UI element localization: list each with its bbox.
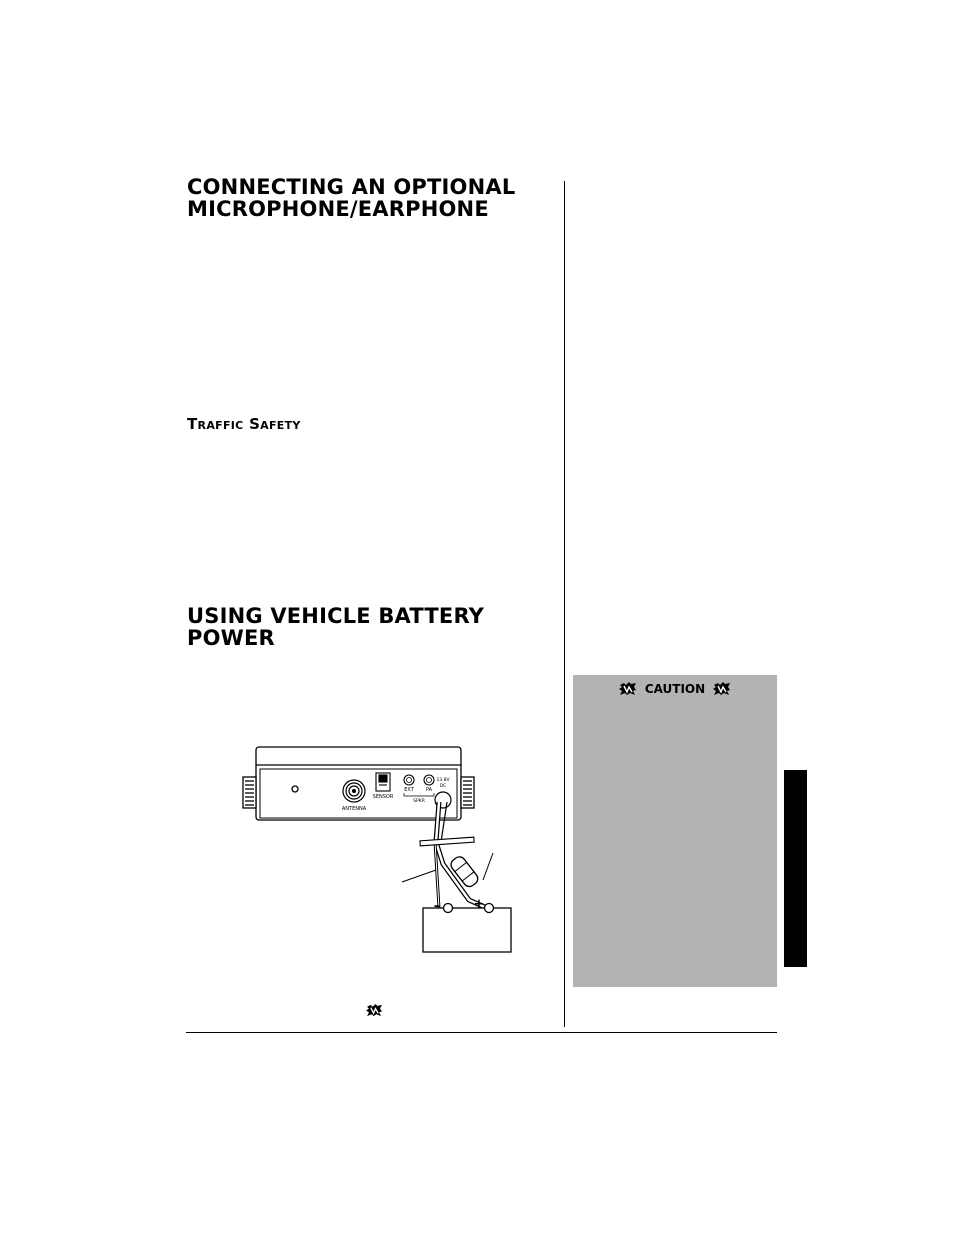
footer-rule	[186, 1032, 777, 1033]
leader-line-negative	[401, 869, 437, 883]
sensor-label: SENSOR	[373, 794, 394, 800]
leader-line-fuse	[482, 852, 494, 881]
ext-jack	[403, 774, 415, 786]
cable-clamp	[419, 836, 475, 847]
section-heading-battery-power: USING VEHICLE BATTERY POWER	[187, 604, 485, 650]
spkr-bracket	[403, 793, 435, 797]
negative-sign: –	[434, 899, 441, 914]
ext-jack-inner	[406, 777, 412, 783]
caution-title: CAUTION	[573, 681, 777, 696]
subheading-word2-initial: S	[249, 415, 261, 433]
dc-label-line2: DC	[440, 783, 447, 789]
sensor-jack	[375, 772, 391, 792]
caution-label: CAUTION	[644, 681, 706, 696]
caution-box: CAUTION	[573, 675, 777, 987]
pa-jack	[423, 774, 435, 786]
car-battery	[422, 907, 512, 953]
warning-burst-icon	[713, 681, 731, 695]
spkr-label: SPKR	[413, 798, 425, 804]
subheading-word1-rest: raffic	[197, 419, 244, 432]
battery-connection-diagram: ANTENNA SENSOR EXT PA SPKR 13.8V DC – +	[242, 746, 512, 953]
fuse-holder	[450, 856, 479, 888]
column-divider	[564, 181, 565, 1027]
pa-jack-inner	[426, 777, 432, 783]
section-heading-microphone: CONNECTING AN OPTIONAL MICROPHONE/EARPHO…	[187, 175, 516, 221]
dc-label-line1: 13.8V	[436, 777, 450, 783]
positive-sign: +	[474, 897, 485, 912]
warning-burst-icon	[618, 681, 636, 695]
ext-label: EXT	[404, 787, 414, 793]
radio-rear-panel	[242, 746, 475, 821]
warning-burst-icon	[366, 1004, 382, 1017]
section-side-tab	[784, 770, 807, 967]
subheading-word2-rest: afety	[260, 419, 301, 432]
antenna-jack	[342, 779, 366, 803]
antenna-label: ANTENNA	[342, 806, 367, 812]
pa-label: PA	[426, 787, 433, 793]
power-cable	[433, 801, 489, 911]
positive-terminal	[483, 902, 495, 914]
subheading-word1-initial: T	[187, 415, 198, 433]
subheading-traffic-safety: Traffic Safety	[187, 415, 301, 433]
negative-terminal	[442, 902, 454, 914]
